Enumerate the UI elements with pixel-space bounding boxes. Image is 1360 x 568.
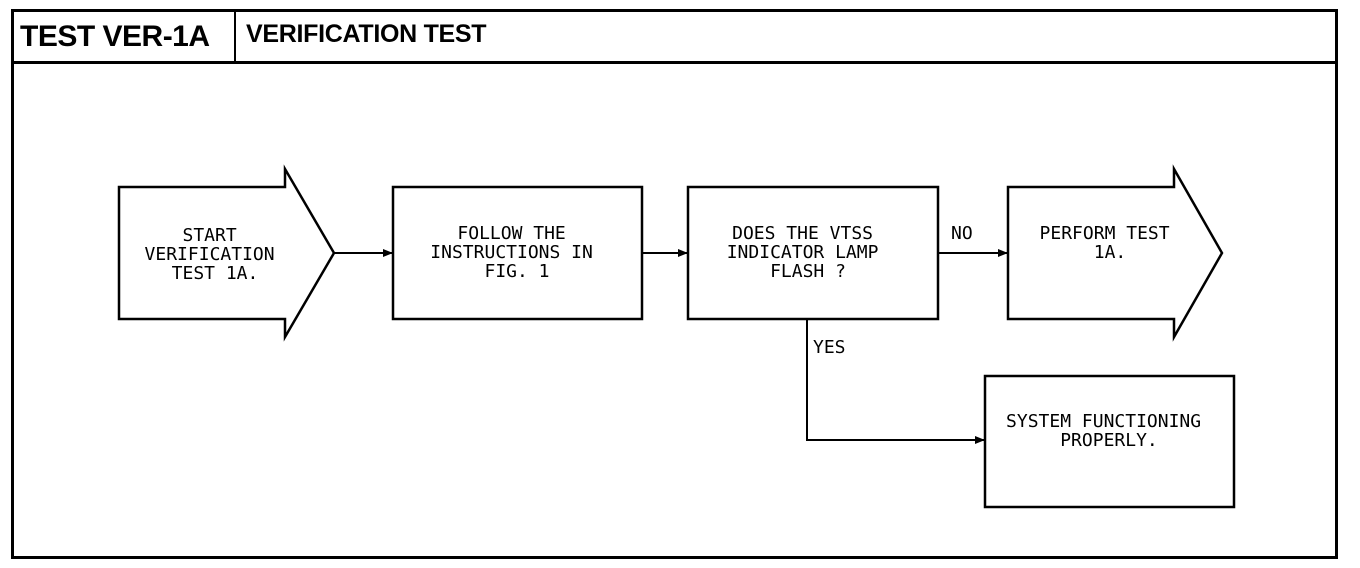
start-arrow-shape — [117, 164, 336, 342]
test-title: VERIFICATION TEST — [246, 20, 487, 48]
edge-label-yes: YES — [813, 337, 846, 358]
question-node: DOES THE VTSS INDICATOR LAMP FLASH ? — [686, 185, 940, 321]
question-line-3: FLASH ? — [770, 261, 846, 282]
start-line-3: TEST 1A. — [172, 263, 259, 284]
svg-text:SYSTEM FUNCTIONING PROPE: SYSTEM FUNCTIONING PROPERLY. — [1006, 411, 1212, 451]
svg-text:DOES THE VTSS INDICATOR: DOES THE VTSS INDICATOR LAMP FLASH ? — [727, 223, 890, 282]
follow-line-2: INSTRUCTIONS IN — [430, 242, 593, 263]
diagram-frame: TEST VER-1A VERIFICATION TEST — [11, 9, 1338, 559]
follow-line-3: FIG. 1 — [484, 261, 549, 282]
system-ok-line-2: PROPERLY. — [1060, 430, 1158, 451]
perform-node: PERFORM TEST 1A. — [1006, 164, 1224, 342]
system-ok-node: SYSTEM FUNCTIONING PROPERLY. — [983, 374, 1236, 509]
start-line-1: START — [182, 225, 236, 246]
svg-text:FOLLOW THE INSTRUCTIONS: FOLLOW THE INSTRUCTIONS IN FIG. 1 — [430, 223, 603, 282]
question-line-1: DOES THE VTSS — [732, 223, 873, 244]
follow-node: FOLLOW THE INSTRUCTIONS IN FIG. 1 — [391, 185, 644, 321]
start-line-2: VERIFICATION — [145, 244, 275, 265]
follow-line-1: FOLLOW THE — [457, 223, 565, 244]
perform-line-2: 1A. — [1094, 242, 1127, 263]
follow-box — [391, 185, 644, 321]
start-node: START VERIFICATION TEST 1A. — [117, 164, 336, 342]
edge-label-no: NO — [951, 223, 973, 244]
system-ok-box — [983, 374, 1236, 509]
test-id: TEST VER-1A — [14, 12, 236, 61]
question-box — [686, 185, 940, 321]
question-line-2: INDICATOR LAMP — [727, 242, 879, 263]
perform-arrow-shape — [1006, 164, 1224, 342]
header-bar: TEST VER-1A VERIFICATION TEST — [14, 12, 1335, 64]
svg-text:START VERIFICATION: START VERIFICATION TEST 1A. — [145, 225, 286, 284]
svg-text:PERFORM TEST 1A.: PERFORM TEST 1A. — [1040, 223, 1181, 263]
system-ok-line-1: SYSTEM FUNCTIONING — [1006, 411, 1201, 432]
perform-line-1: PERFORM TEST — [1040, 223, 1170, 244]
edge-question-to-system-ok — [806, 319, 985, 444]
